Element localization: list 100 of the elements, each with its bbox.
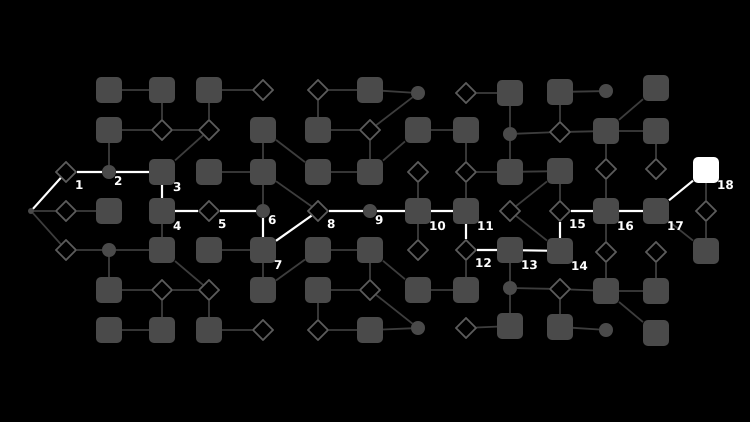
square-node — [305, 159, 331, 185]
connector-line — [509, 141, 511, 159]
square-node — [149, 317, 175, 343]
square-node — [547, 158, 573, 184]
connector-line — [275, 180, 312, 208]
step-number: 1 — [75, 179, 84, 192]
square-node — [305, 277, 331, 303]
square-node — [96, 317, 122, 343]
connector-line — [108, 257, 110, 277]
connector-line — [705, 222, 707, 238]
square-node — [547, 238, 573, 264]
connector-line — [331, 171, 357, 173]
square-node — [149, 159, 175, 185]
connector-line — [476, 326, 498, 328]
diamond-node — [645, 158, 667, 180]
diamond-node — [55, 239, 77, 261]
connector-line — [77, 170, 102, 174]
square-node — [593, 198, 619, 224]
diamond-node — [252, 319, 274, 341]
connector-line — [516, 132, 550, 135]
step-number: 4 — [173, 220, 182, 233]
square-node — [497, 80, 523, 106]
diamond-node — [549, 278, 571, 300]
square-node — [453, 198, 479, 224]
connector-line — [618, 98, 644, 120]
connector-line — [605, 144, 607, 158]
square-node — [405, 277, 431, 303]
step-number: 10 — [429, 220, 446, 233]
diamond-node — [307, 79, 329, 101]
square-node — [593, 118, 619, 144]
step-number: 12 — [475, 257, 492, 270]
diamond-node — [307, 319, 329, 341]
step-number: 6 — [268, 214, 276, 227]
connector-line — [116, 249, 149, 251]
step-number: 5 — [218, 218, 226, 231]
diamond-node — [359, 279, 381, 301]
connector-line — [208, 301, 210, 317]
connector-line — [465, 143, 467, 161]
diamond-node — [595, 158, 617, 180]
connector-line — [619, 210, 643, 212]
dot-node — [503, 127, 517, 141]
connector-line — [369, 263, 371, 279]
dot-node — [411, 321, 425, 335]
step-number: 15 — [569, 218, 586, 231]
connector-line — [329, 329, 357, 331]
connector-line — [465, 183, 467, 198]
connector-line — [376, 294, 414, 324]
dot-node — [102, 243, 116, 257]
connector-line — [619, 130, 643, 132]
connector-line — [262, 143, 264, 159]
connector-line — [516, 180, 548, 207]
connector-line — [174, 260, 204, 286]
connector-line — [122, 329, 149, 331]
connector-line — [431, 129, 453, 131]
square-node — [357, 237, 383, 263]
connector-line — [558, 222, 562, 238]
square-node — [643, 320, 669, 346]
connector-line — [655, 263, 657, 278]
diamond-node — [198, 279, 220, 301]
connector-line — [522, 170, 548, 173]
connector-line — [329, 210, 363, 212]
square-node — [149, 198, 175, 224]
connector-line — [275, 258, 306, 282]
square-node — [357, 317, 383, 343]
diamond-node — [198, 119, 220, 141]
diamond-node — [455, 82, 477, 104]
diamond-node — [307, 200, 329, 222]
diamond-node — [595, 241, 617, 263]
connector-line — [173, 129, 198, 131]
connector-line — [522, 249, 548, 252]
connector-line — [431, 289, 453, 291]
square-node — [643, 75, 669, 101]
square-node — [96, 117, 122, 143]
square-node — [547, 314, 573, 340]
square-node — [643, 118, 669, 144]
square-node — [497, 313, 523, 339]
square-node — [196, 159, 222, 185]
connector-line — [222, 89, 252, 91]
dot-node — [599, 84, 613, 98]
square-node — [96, 77, 122, 103]
connector-line — [570, 288, 594, 292]
dot-node — [102, 165, 116, 179]
connector-line — [329, 89, 357, 91]
diamond-node — [359, 119, 381, 141]
connector-line — [477, 92, 497, 94]
connector-line — [161, 224, 163, 237]
connector-line — [208, 103, 210, 119]
connector-line — [77, 249, 102, 251]
connector-line — [220, 210, 256, 212]
square-node — [453, 117, 479, 143]
connector-line — [222, 249, 250, 251]
diamond-node — [549, 121, 571, 143]
square-node — [693, 238, 719, 264]
connector-line — [122, 89, 149, 91]
connector-line — [516, 215, 548, 242]
square-node — [357, 77, 383, 103]
square-node — [643, 278, 669, 304]
connector-line — [317, 101, 319, 117]
connector-line — [222, 329, 252, 331]
square-node — [453, 277, 479, 303]
